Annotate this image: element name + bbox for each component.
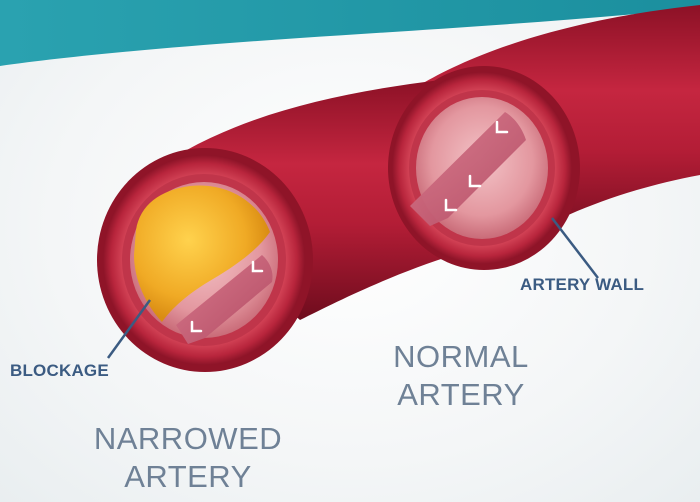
normal-artery-label-line1: NORMAL [376,338,546,376]
blockage-label: BLOCKAGE [10,361,109,381]
artery-wall-pointer-line [552,218,598,278]
narrowed-artery-label-line1: NARROWED [88,420,288,458]
narrowed-artery-cross-section [97,148,313,372]
narrowed-artery-label-line2: ARTERY [88,458,288,496]
normal-artery-label: NORMAL ARTERY [376,338,546,414]
normal-artery-cross-section [388,66,580,270]
artery-wall-label: ARTERY WALL [520,275,644,295]
normal-artery-label-line2: ARTERY [376,376,546,414]
narrowed-artery-label: NARROWED ARTERY [88,420,288,496]
